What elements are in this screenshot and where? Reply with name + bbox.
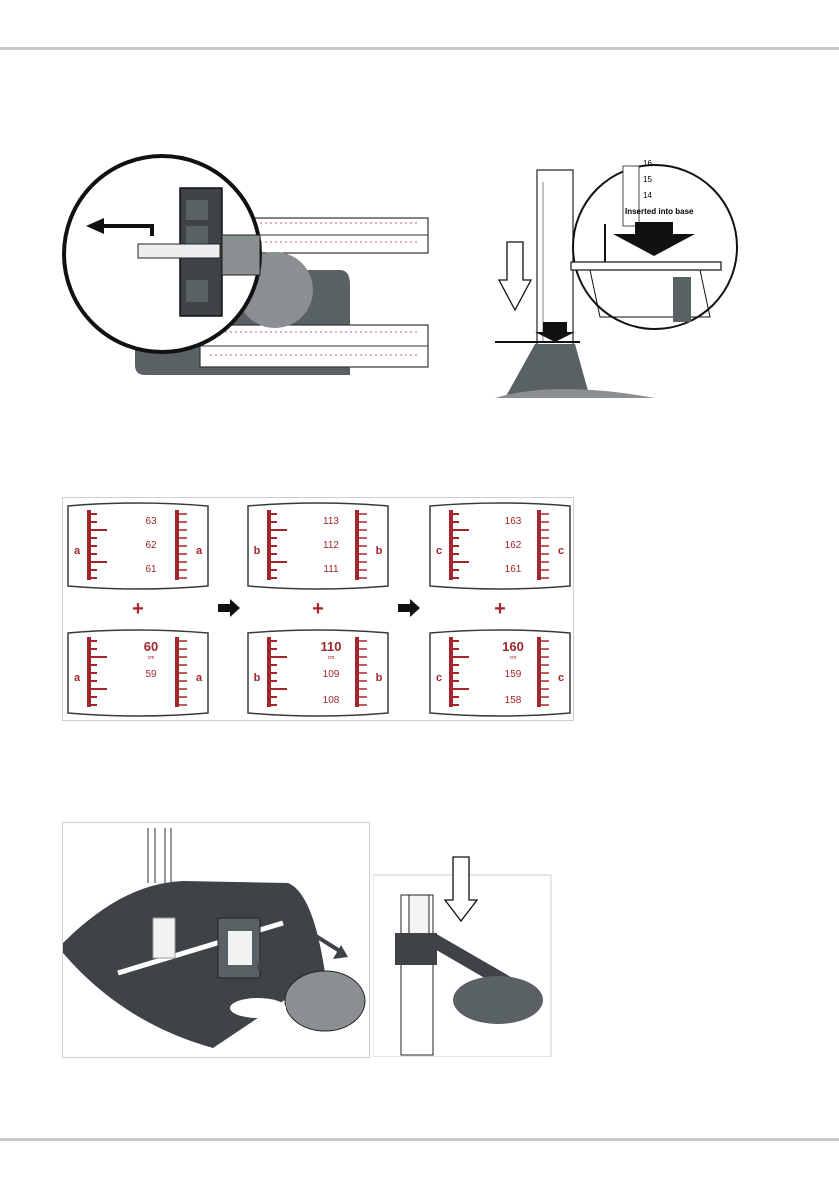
plus-sign-c: + [494, 598, 506, 620]
scale-value-162: 162 [505, 540, 522, 551]
scale-major-160: 160 [502, 639, 524, 654]
scale-letter-right-c-bottom: c [558, 672, 564, 684]
scale-major-110: 110 [321, 639, 342, 654]
scale-value-112: 112 [323, 540, 339, 551]
bottom-rule [0, 1138, 839, 1141]
scale-value-108: 108 [323, 695, 340, 706]
scale-letter-left-b-bottom: b [254, 672, 261, 684]
scale-bar-left-b-top [267, 510, 271, 580]
sequence-arrow-1 [218, 599, 240, 617]
figure-headpiece-on-column [373, 855, 553, 1057]
scale-letter-right-a-bottom: a [196, 672, 203, 684]
scale-bar-left-a-bottom [87, 637, 91, 707]
scale-value-62: 62 [145, 540, 157, 551]
scale-letter-right-b-top: b [376, 545, 383, 557]
scale-value-61: 61 [145, 564, 157, 575]
scale-letter-left-c-bottom: c [436, 672, 442, 684]
scale-value-63: 63 [145, 516, 157, 527]
scale-unit-b: cm [328, 655, 335, 661]
figure-headpiece-on-base [62, 822, 370, 1058]
scale-bar-right-b-top [355, 510, 359, 580]
scale-value-111: 111 [323, 564, 339, 575]
scale-major-60: 60 [144, 639, 158, 654]
scale-bar-left-a-top [87, 510, 91, 580]
sequence-arrow-2 [398, 599, 420, 617]
figure-insert-into-base: 16 15 14 Inserted into base [495, 152, 745, 400]
scale-bar-left-c-top [449, 510, 453, 580]
scale-unit-a: cm [148, 655, 155, 661]
scale-value-158: 158 [505, 695, 522, 706]
scale-label-15: 15 [643, 175, 652, 184]
figure-lock-pin [60, 150, 435, 382]
scale-bar-right-b-bottom [355, 637, 359, 707]
scale-bar-right-c-top [537, 510, 541, 580]
scale-bar-right-c-bottom [537, 637, 541, 707]
scale-value-59: 59 [145, 669, 157, 680]
scale-value-163: 163 [505, 516, 522, 527]
scale-letter-right-a-top: a [196, 545, 203, 557]
top-rule [0, 47, 839, 50]
scale-bar-right-a-top [175, 510, 179, 580]
callout-inserted-into-base: Inserted into base [625, 207, 694, 216]
scale-letter-left-c-top: c [436, 545, 442, 557]
scale-value-159: 159 [505, 669, 522, 680]
scale-letter-left-a-bottom: a [74, 672, 81, 684]
scale-bar-left-c-bottom [449, 637, 453, 707]
plus-sign-b: + [312, 598, 324, 620]
plus-sign-a: + [132, 598, 144, 620]
scale-label-14: 14 [643, 191, 652, 200]
scale-label-16: 16 [643, 159, 652, 168]
scale-unit-c: cm [510, 655, 517, 661]
scale-bar-left-b-bottom [267, 637, 271, 707]
scale-letter-left-a-top: a [74, 545, 81, 557]
scale-value-161: 161 [505, 564, 522, 575]
scale-letter-right-c-top: c [558, 545, 564, 557]
scale-letter-left-b-top: b [254, 545, 261, 557]
scale-bar-right-a-bottom [175, 637, 179, 707]
scale-value-109: 109 [323, 669, 340, 680]
scale-letter-right-b-bottom: b [376, 672, 383, 684]
scale-value-113: 113 [323, 516, 339, 527]
